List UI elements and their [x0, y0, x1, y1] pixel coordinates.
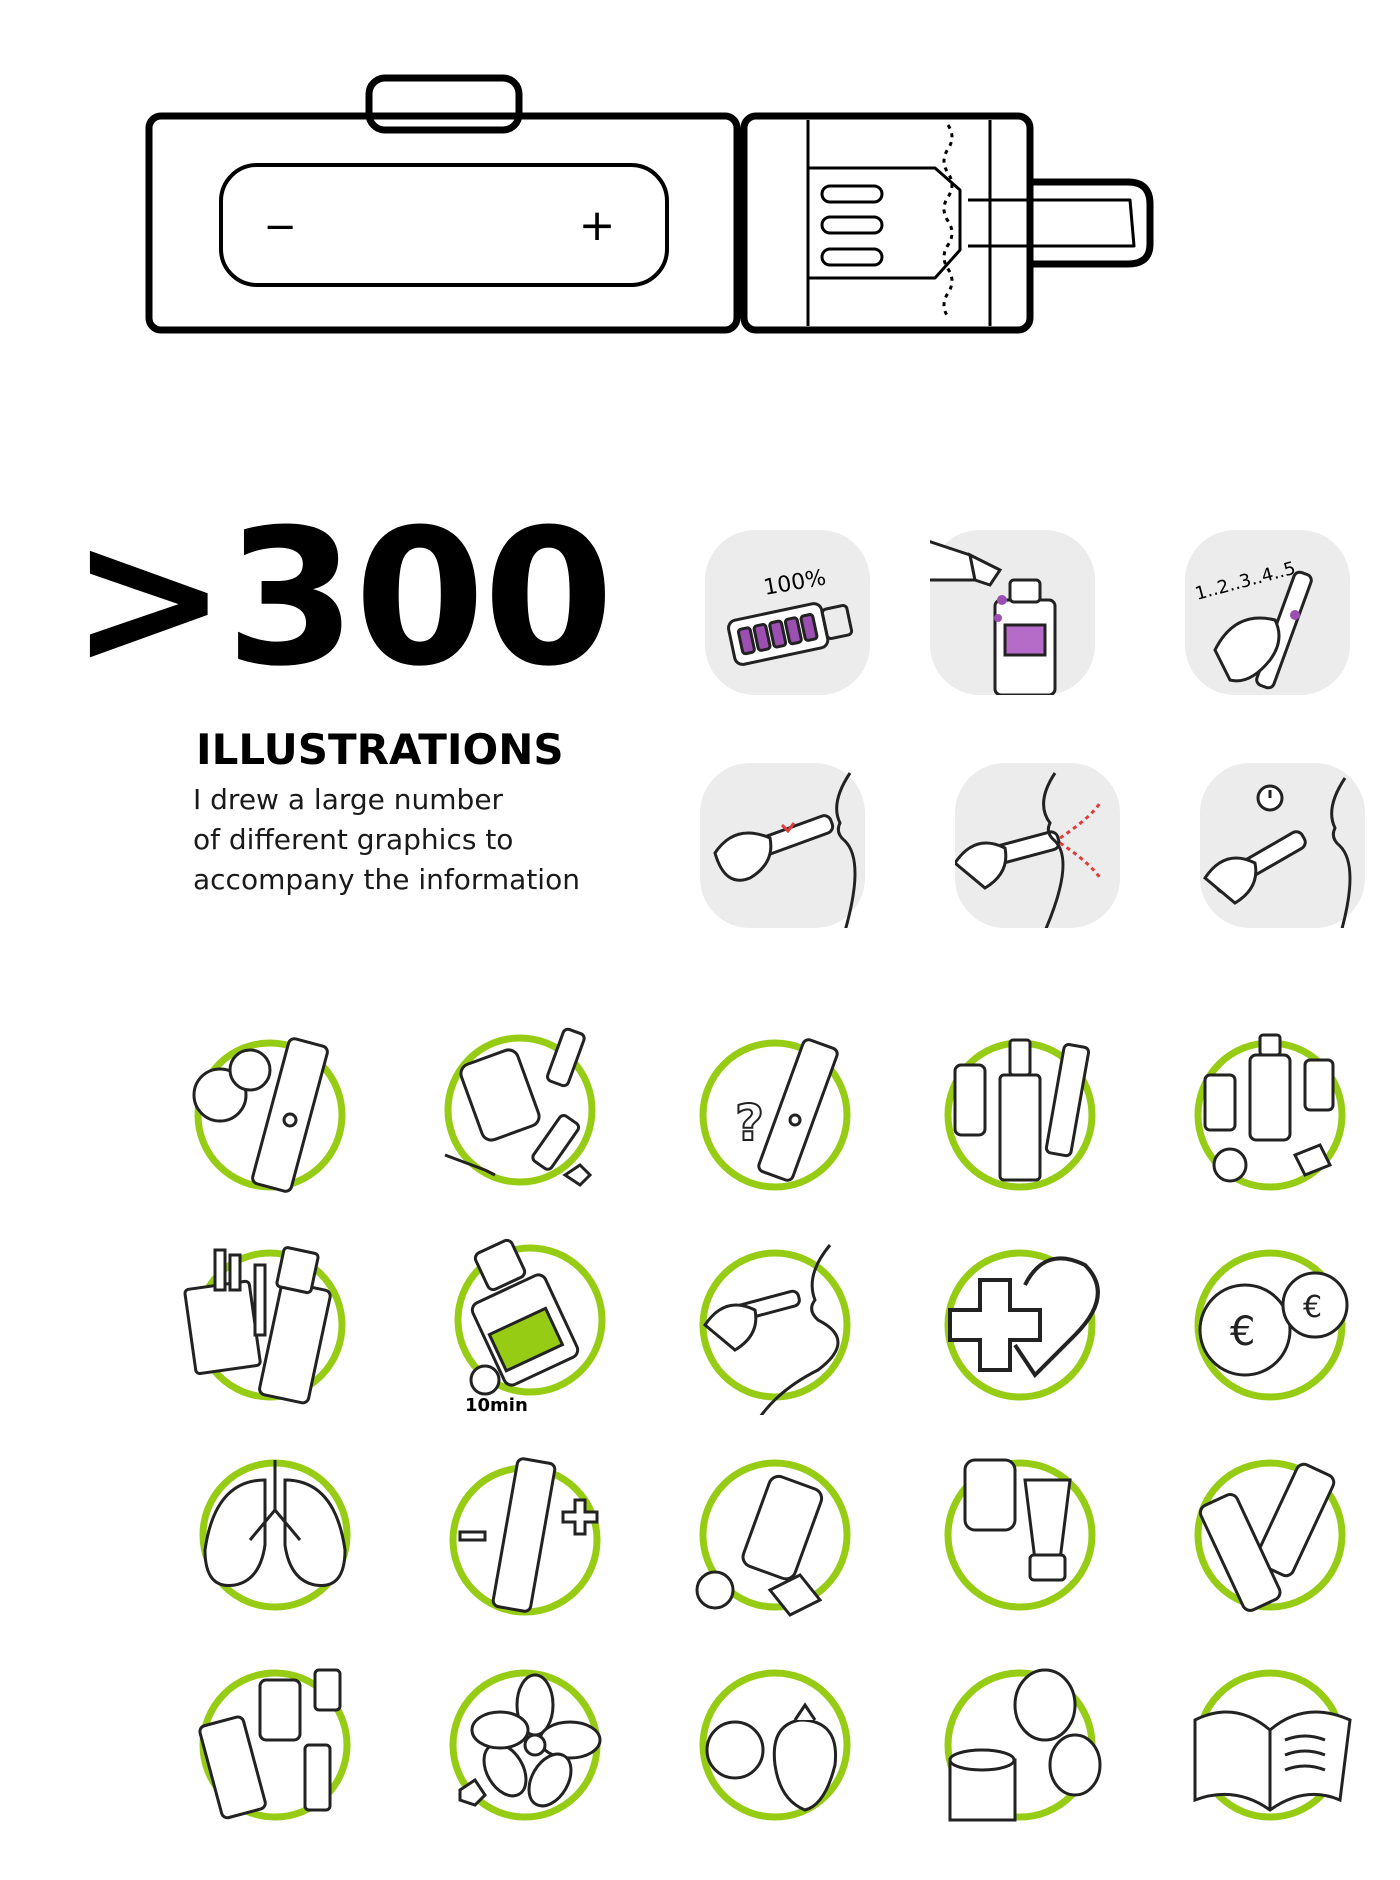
device-battery-body [145, 112, 741, 334]
liquid-bottles-icon [1175, 1015, 1365, 1205]
illustration-count: >300 [70, 489, 614, 708]
mouth-inhale-tile [700, 763, 865, 928]
description-line-1: I drew a large number [193, 783, 504, 816]
section-description: I drew a large number of different graph… [193, 780, 580, 900]
help-ecig-icon: ? [680, 1015, 870, 1205]
device-types-icon [925, 1015, 1115, 1205]
description-line-2: of different graphics to [193, 823, 514, 856]
manual-book-icon [1175, 1650, 1365, 1840]
wait-inhale-tile [1200, 763, 1365, 928]
flower-flavor-icon [430, 1650, 620, 1840]
lung-inhale-tile [955, 763, 1120, 928]
section-title: ILLUSTRATIONS [196, 725, 564, 774]
tank-soak-icon: 10min [425, 1225, 615, 1416]
device-coil-slot-2 [820, 215, 884, 235]
health-icon [925, 1225, 1115, 1415]
battery-charge-tile: 100% [705, 530, 870, 695]
drip-tips-icon [925, 1440, 1115, 1630]
lungs-icon [180, 1440, 370, 1630]
batteries-icon [1175, 1440, 1365, 1630]
device-display-panel [219, 163, 669, 287]
fruit-flavor-icon [680, 1440, 870, 1630]
button-press-count-tile: 1..2..3..4..5 [1185, 530, 1350, 695]
device-minus-symbol: − [263, 204, 297, 250]
description-line-3: accompany the information [193, 863, 580, 896]
adjust-power-icon [430, 1440, 620, 1630]
soak-time-label: 10min [465, 1395, 528, 1416]
svg-text:€: € [1230, 1309, 1255, 1355]
svg-text:?: ? [735, 1094, 764, 1152]
device-button [365, 74, 523, 134]
device-plus-symbol: + [579, 200, 616, 251]
device-tank-body [740, 112, 1034, 334]
device-coil-slot-1 [820, 184, 884, 204]
starter-kit-icon [180, 1650, 370, 1840]
coins-icon: € € [1175, 1225, 1365, 1415]
cigarette-vs-ecig-icon [175, 1225, 365, 1415]
vaping-person-icon [680, 1225, 870, 1415]
svg-text:€: € [1303, 1290, 1322, 1325]
liquid-flavors-icon [425, 1015, 615, 1205]
refill-liquid-tile [930, 530, 1095, 695]
berry-flavor-icon [680, 1650, 870, 1840]
device-coil-slot-3 [820, 247, 884, 267]
price-ecig-icon [175, 1015, 365, 1205]
ecig-device-diagram: − + [145, 74, 1154, 334]
glass-tanks-icon [925, 1650, 1115, 1840]
device-mouthpiece [1030, 178, 1154, 268]
